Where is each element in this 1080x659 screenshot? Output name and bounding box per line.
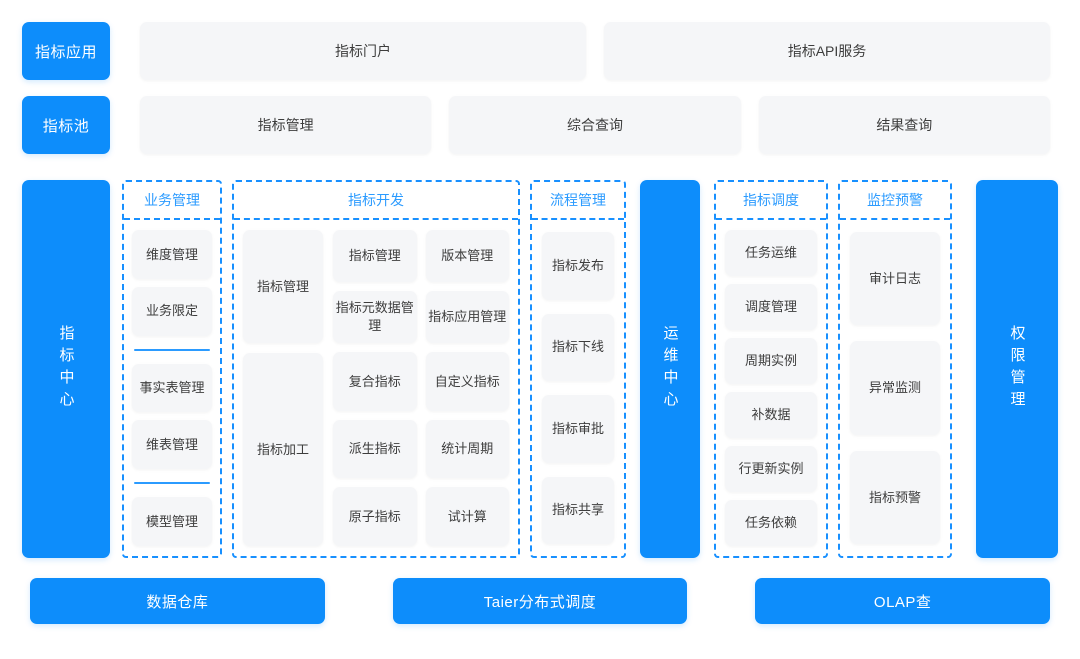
group-title-metric-scheduling: 指标调度 xyxy=(716,182,826,220)
tile-data-warehouse[interactable]: 数据仓库 xyxy=(30,578,325,624)
pillar-metric-center-label: 指标中心 xyxy=(57,325,75,413)
tile-custom-metric[interactable]: 自定义指标 xyxy=(425,352,509,411)
tile-develop-metric-processing[interactable]: 指标加工 xyxy=(243,353,323,546)
develop-left-column: 指标管理 指标加工 xyxy=(243,230,323,546)
tile-task-dependency[interactable]: 任务依赖 xyxy=(725,500,817,546)
develop-row: 复合指标 自定义指标 xyxy=(333,352,509,411)
row-pool-cells: 指标管理 综合查询 结果查询 xyxy=(140,96,1050,154)
group-monitoring-alerting: 监控预警 审计日志 异常监测 指标预警 xyxy=(838,180,952,558)
pillar-permission-management: 权限管理 xyxy=(976,180,1058,558)
tile-metric-alert[interactable]: 指标预警 xyxy=(850,450,940,544)
develop-section-processing: 复合指标 自定义指标 派生指标 统计周期 原子指标 试计算 xyxy=(333,352,509,547)
tile-metric-share[interactable]: 指标共享 xyxy=(542,476,614,544)
develop-row: 原子指标 试计算 xyxy=(333,487,509,547)
tile-row-update-instance[interactable]: 行更新实例 xyxy=(725,446,817,492)
develop-section-management: 指标管理 版本管理 指标元数据管理 指标应用管理 xyxy=(333,230,509,343)
business-column: 维度管理 业务限定 事实表管理 维表管理 模型管理 xyxy=(132,230,212,546)
tile-atomic-metric[interactable]: 原子指标 xyxy=(333,487,417,547)
tile-model-management[interactable]: 模型管理 xyxy=(132,497,212,546)
group-title-metric-development: 指标开发 xyxy=(234,182,518,220)
tile-statistical-period[interactable]: 统计周期 xyxy=(425,419,509,479)
group-title-monitoring-alerting: 监控预警 xyxy=(840,182,950,220)
tile-derived-metric[interactable]: 派生指标 xyxy=(333,419,417,479)
tile-task-ops[interactable]: 任务运维 xyxy=(725,230,817,276)
tile-metric-portal[interactable]: 指标门户 xyxy=(140,22,586,80)
tile-trial-calculation[interactable]: 试计算 xyxy=(425,487,509,547)
group-process-management: 流程管理 指标发布 指标下线 指标审批 指标共享 xyxy=(530,180,626,558)
group-body-monitoring-alerting: 审计日志 异常监测 指标预警 xyxy=(840,220,950,556)
tile-metric-metadata-management[interactable]: 指标元数据管理 xyxy=(333,291,417,343)
tile-metric-api-service[interactable]: 指标API服务 xyxy=(604,22,1050,80)
group-title-business-management: 业务管理 xyxy=(124,182,220,220)
tile-develop-metric-management[interactable]: 指标管理 xyxy=(243,230,323,343)
group-body-metric-scheduling: 任务运维 调度管理 周期实例 补数据 行更新实例 任务依赖 xyxy=(716,220,826,556)
tile-backfill-data[interactable]: 补数据 xyxy=(725,392,817,438)
tile-comprehensive-query[interactable]: 综合查询 xyxy=(449,96,741,154)
develop-row: 指标元数据管理 指标应用管理 xyxy=(333,291,509,343)
tile-taier-distributed-scheduling[interactable]: Taier分布式调度 xyxy=(392,578,688,624)
tile-metric-offline[interactable]: 指标下线 xyxy=(542,313,614,381)
pillar-ops-center-label: 运维中心 xyxy=(661,325,679,413)
row-tag-application: 指标应用 xyxy=(22,22,110,80)
row-application: 指标应用 指标门户 指标API服务 xyxy=(0,22,1080,80)
row-base-platform: 数据仓库 Taier分布式调度 OLAP查 xyxy=(0,578,1080,624)
tile-metric-management-sub[interactable]: 指标管理 xyxy=(333,230,417,282)
tile-olap-query[interactable]: OLAP查 xyxy=(755,578,1051,624)
group-metric-development: 指标开发 指标管理 指标加工 指标管理 版本管理 指标元 xyxy=(232,180,520,558)
tile-audit-log[interactable]: 审计日志 xyxy=(850,232,940,326)
tile-metric-application-management[interactable]: 指标应用管理 xyxy=(425,291,509,343)
group-body-process-management: 指标发布 指标下线 指标审批 指标共享 xyxy=(532,220,624,556)
tile-anomaly-detection[interactable]: 异常监测 xyxy=(850,341,940,435)
tile-version-management[interactable]: 版本管理 xyxy=(425,230,509,282)
develop-right-column: 指标管理 版本管理 指标元数据管理 指标应用管理 复合指标 自定义指 xyxy=(333,230,509,547)
row-metric-pool: 指标池 指标管理 综合查询 结果查询 xyxy=(0,96,1080,154)
develop-row: 派生指标 统计周期 xyxy=(333,419,509,479)
business-divider-1 xyxy=(134,348,210,351)
tile-fact-table-management[interactable]: 事实表管理 xyxy=(132,363,212,413)
pillar-permission-management-label: 权限管理 xyxy=(1008,325,1026,413)
row-application-cells: 指标门户 指标API服务 xyxy=(140,22,1050,80)
tile-result-query[interactable]: 结果查询 xyxy=(758,96,1050,154)
tile-schedule-management[interactable]: 调度管理 xyxy=(725,284,817,330)
tile-metric-publish[interactable]: 指标发布 xyxy=(542,232,614,300)
group-business-management: 业务管理 维度管理 业务限定 事实表管理 维表管理 模型管理 xyxy=(122,180,222,558)
main-band-groups: 业务管理 维度管理 业务限定 事实表管理 维表管理 模型管理 指标开发 xyxy=(122,180,952,558)
scheduling-column: 任务运维 调度管理 周期实例 补数据 行更新实例 任务依赖 xyxy=(725,230,817,546)
business-divider-2 xyxy=(134,482,210,485)
tile-business-qualifier[interactable]: 业务限定 xyxy=(132,286,212,336)
tile-metric-management[interactable]: 指标管理 xyxy=(140,96,432,154)
main-band: 指标中心 业务管理 维度管理 业务限定 事实表管理 维表管理 模型管理 xyxy=(0,180,1080,558)
develop-row: 指标管理 版本管理 xyxy=(333,230,509,282)
group-body-metric-development: 指标管理 指标加工 指标管理 版本管理 指标元数据管理 指标应用管理 xyxy=(234,220,518,556)
row-tag-metric-pool: 指标池 xyxy=(22,96,110,154)
monitoring-column: 审计日志 异常监测 指标预警 xyxy=(850,232,940,544)
pillar-metric-center: 指标中心 xyxy=(22,180,110,558)
tile-metric-approval[interactable]: 指标审批 xyxy=(542,395,614,463)
process-column: 指标发布 指标下线 指标审批 指标共享 xyxy=(542,232,614,544)
tile-dimension-table-management[interactable]: 维表管理 xyxy=(132,420,212,470)
tile-dimension-management[interactable]: 维度管理 xyxy=(132,230,212,279)
group-title-process-management: 流程管理 xyxy=(532,182,624,220)
tile-periodic-instance[interactable]: 周期实例 xyxy=(725,338,817,384)
group-body-business-management: 维度管理 业务限定 事实表管理 维表管理 模型管理 xyxy=(124,220,220,556)
pillar-ops-center: 运维中心 xyxy=(640,180,700,558)
group-metric-scheduling: 指标调度 任务运维 调度管理 周期实例 补数据 行更新实例 任务依赖 xyxy=(714,180,828,558)
tile-composite-metric[interactable]: 复合指标 xyxy=(333,352,417,411)
